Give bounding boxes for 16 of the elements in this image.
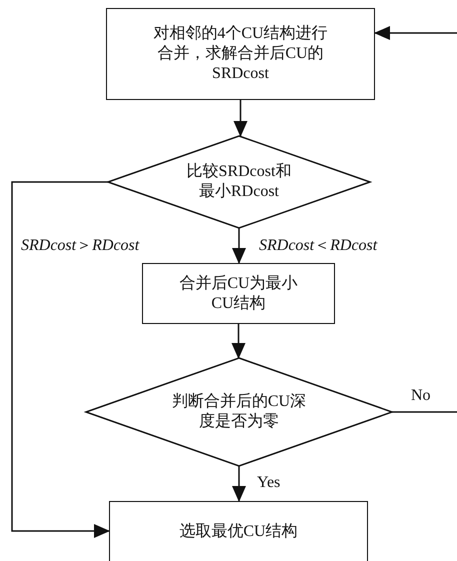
arrow: [374, 26, 457, 40]
node-text: 选取最优CU结构: [179, 522, 298, 542]
node-text: 对相邻的4个CU结构进行合并，求解合并后CU的SRDcost: [152, 24, 329, 84]
arrow: [232, 228, 246, 264]
arrow: [232, 466, 246, 502]
node-text: 判断合并后的CU深度是否为零: [170, 392, 308, 432]
process-box: [106, 8, 375, 100]
arrow: [234, 100, 248, 137]
process-box: [109, 501, 368, 561]
process-box: [142, 263, 335, 324]
node-text: 合并后CU为最小CU结构: [178, 274, 298, 314]
arrow: [232, 324, 246, 359]
node-text: 比较SRDcost和最小RDcost: [186, 162, 292, 202]
decision-diamond: [86, 358, 392, 466]
decision-diamond: [108, 136, 370, 228]
arrow: [11, 181, 110, 538]
